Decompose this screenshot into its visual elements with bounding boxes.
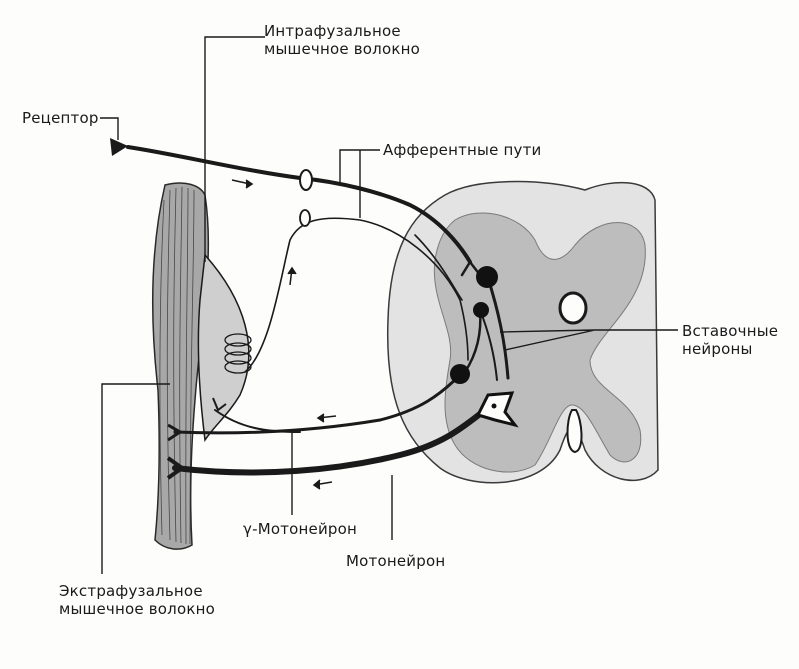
leader-lines <box>100 36 678 574</box>
intrafusal-fiber <box>197 253 250 443</box>
label-gamma-motoneuron: γ-Мотонейрон <box>243 520 358 538</box>
gamma-intrafusal-branch <box>214 409 301 433</box>
interneuron-cell-1 <box>476 266 498 288</box>
nerve-pathways <box>126 145 510 476</box>
neuron-cells <box>450 266 519 428</box>
label-extrafusal-line1: Экстрафузальное <box>59 582 203 600</box>
alpha-motor-fiber <box>172 407 488 476</box>
receptor-and-ganglia <box>110 138 313 480</box>
interneuron-axon-1 <box>486 276 510 380</box>
arrow-afferent-right-icon <box>231 179 254 189</box>
end-plate-alpha <box>166 456 186 480</box>
alpha-motoneuron-cell <box>475 391 519 428</box>
leader-intrafusal <box>204 36 265 262</box>
gamma-motor-fiber <box>173 373 462 435</box>
spinal-ganglion-2 <box>299 209 311 227</box>
alpha-motoneuron-nucleus <box>491 403 497 409</box>
label-intrafusal: Интрафузальное мышечное волокно <box>264 22 420 58</box>
label-intrafusal-line2: мышечное волокно <box>264 40 420 58</box>
label-extrafusal-line2: мышечное волокно <box>59 600 215 618</box>
end-plate-gamma <box>167 423 183 442</box>
label-receptor: Рецептор <box>22 109 99 127</box>
afferent-branch <box>414 234 463 301</box>
label-interneurons-line2: нейроны <box>682 340 753 358</box>
arrow-afferent-up-icon <box>287 266 297 286</box>
muscle <box>151 182 252 550</box>
leader-receptor <box>100 117 119 140</box>
receptor-icon <box>110 138 128 156</box>
annulospiral-ending <box>224 333 252 374</box>
label-afferent: Афферентные пути <box>383 141 542 159</box>
afferent-fiber-spindle <box>244 217 469 373</box>
label-intrafusal-line1: Интрафузальное <box>264 22 401 40</box>
label-interneurons-line1: Вставочные <box>682 322 779 340</box>
arrow-gamma-left-icon <box>316 413 337 423</box>
label-extrafusal: Экстрафузальное мышечное волокно <box>59 582 215 618</box>
leader-extrafusal <box>101 383 170 574</box>
label-interneurons: Вставочные нейроны <box>682 322 778 358</box>
interneuron-cell-2 <box>473 302 489 318</box>
gamma-motoneuron-cell <box>450 364 470 384</box>
end-plate-intrafusal <box>212 397 227 412</box>
label-motoneuron: Мотонейрон <box>346 552 446 570</box>
spinal-ganglion-1 <box>299 169 313 191</box>
leader-interneurons <box>499 329 678 351</box>
leader-afferent <box>339 149 380 218</box>
central-canal <box>558 291 588 325</box>
extrafusal-muscle-bundle <box>151 182 210 550</box>
arrow-alpha-left-icon <box>312 479 333 490</box>
muscle-fibers <box>159 186 195 545</box>
afferent-fiber-receptor <box>126 145 472 264</box>
anterior-fissure <box>566 409 583 454</box>
direction-arrows <box>231 179 337 490</box>
